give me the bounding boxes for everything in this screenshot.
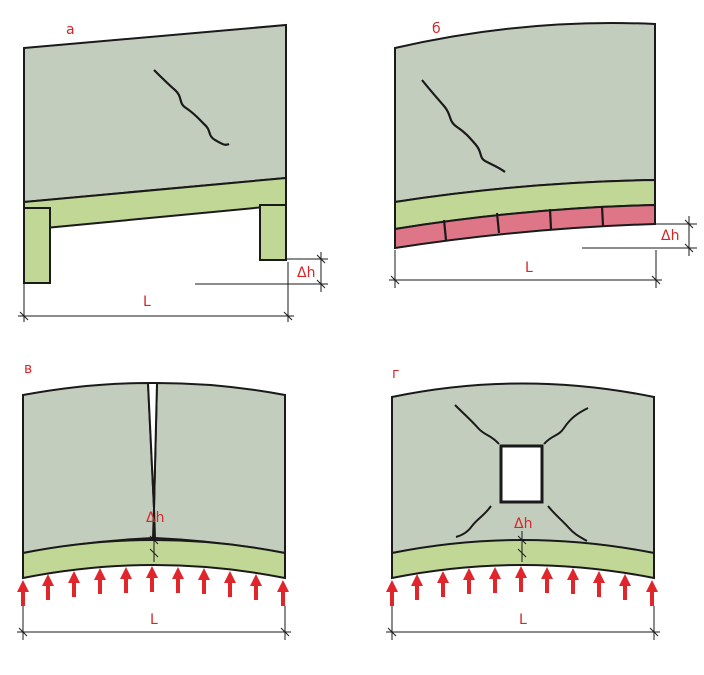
panel-g-dim-tick-right (649, 627, 659, 637)
panel-b-wall (394, 22, 656, 204)
panel-a-wall (23, 23, 287, 204)
panel-g-beam (391, 539, 655, 580)
pressure-arrow (411, 574, 423, 600)
panel-g-dim-tick-left (387, 627, 397, 637)
pressure-arrow (120, 567, 132, 593)
panel-g-deflection-label: Δh (514, 516, 532, 532)
panel-b-dh-tick-bottom (684, 243, 694, 253)
panel-g-crack (455, 505, 492, 538)
pressure-arrow (386, 580, 398, 606)
panel-v-vertical-crack (146, 382, 159, 509)
panel-v-pressure-arrows (17, 566, 289, 606)
panel-v-span-label: L (150, 612, 158, 628)
panel-b: б L Δh (389, 21, 697, 288)
pressure-arrow (42, 574, 54, 600)
pressure-arrow (68, 571, 80, 597)
panel-v: в Δh L (17, 361, 291, 640)
pressure-arrow (277, 580, 289, 606)
panel-a-letter: а (66, 22, 75, 38)
panel-a-left-support (23, 207, 51, 284)
panel-g-pressure-arrows (386, 566, 658, 606)
pressure-arrow (489, 567, 501, 593)
pressure-arrow (646, 580, 658, 606)
panel-a-crack (153, 69, 230, 146)
panel-v-wall-left (22, 381, 156, 555)
panel-a-dh-tick-bottom (316, 279, 326, 289)
panel-b-span-label: L (525, 260, 533, 276)
pressure-arrow (593, 571, 605, 597)
pressure-arrow (17, 580, 29, 606)
pressure-arrow (94, 568, 106, 594)
panel-g-crack (547, 505, 588, 542)
pressure-arrow (567, 568, 579, 594)
pressure-arrow (619, 574, 631, 600)
panel-b-brick-joint (442, 219, 448, 241)
panel-b-letter: б (432, 21, 441, 37)
panel-b-dim-tick-right (651, 275, 661, 285)
panel-a-dim-tick-right (283, 311, 293, 321)
panel-b-dh-tick-top (684, 219, 694, 229)
pressure-arrow (515, 566, 527, 592)
panel-v-wall-right (152, 381, 286, 555)
panel-g-span-label: L (519, 612, 527, 628)
panel-a-deflection-label: Δh (297, 265, 315, 281)
panel-v-dh-tick-top (149, 535, 159, 545)
panel-b-dim-tick-left (390, 275, 400, 285)
pressure-arrow (463, 568, 475, 594)
panel-b-brick-joint (495, 212, 501, 234)
pressure-arrow (250, 574, 262, 600)
panel-v-dh-tick-bottom (149, 548, 159, 558)
pressure-arrow (224, 571, 236, 597)
panel-v-dim-tick-left (18, 627, 28, 637)
panel-b-brick-joint (600, 205, 605, 227)
panel-g-crack (454, 404, 500, 445)
panel-v-letter: в (24, 361, 32, 377)
panel-b-deflection-label: Δh (661, 228, 679, 244)
pressure-arrow (172, 567, 184, 593)
panel-b-brick-joint (548, 208, 553, 230)
panel-g-dh-tick-bottom (517, 548, 527, 558)
panel-v-deflection-label: Δh (146, 510, 164, 526)
panel-g-dh-tick-top (517, 535, 527, 545)
panel-g-crack (543, 407, 589, 445)
panel-g-letter: г (392, 366, 399, 382)
panel-a-dim-tick-left (19, 311, 29, 321)
panel-a-dh-tick-top (316, 254, 326, 264)
panel-v-dim-tick-right (280, 627, 290, 637)
pressure-arrow (541, 567, 553, 593)
panel-g-window-opening (499, 444, 544, 504)
panel-b-brick-layer (394, 203, 656, 250)
panel-g: г Δh (386, 366, 660, 640)
panel-a-span-label: L (143, 294, 151, 310)
panel-a: а L Δh (18, 22, 328, 322)
pressure-arrow (198, 568, 210, 594)
panel-a-right-support (259, 204, 287, 261)
pressure-arrow (437, 571, 449, 597)
panel-b-crack (421, 79, 506, 173)
pressure-arrow (146, 566, 158, 592)
